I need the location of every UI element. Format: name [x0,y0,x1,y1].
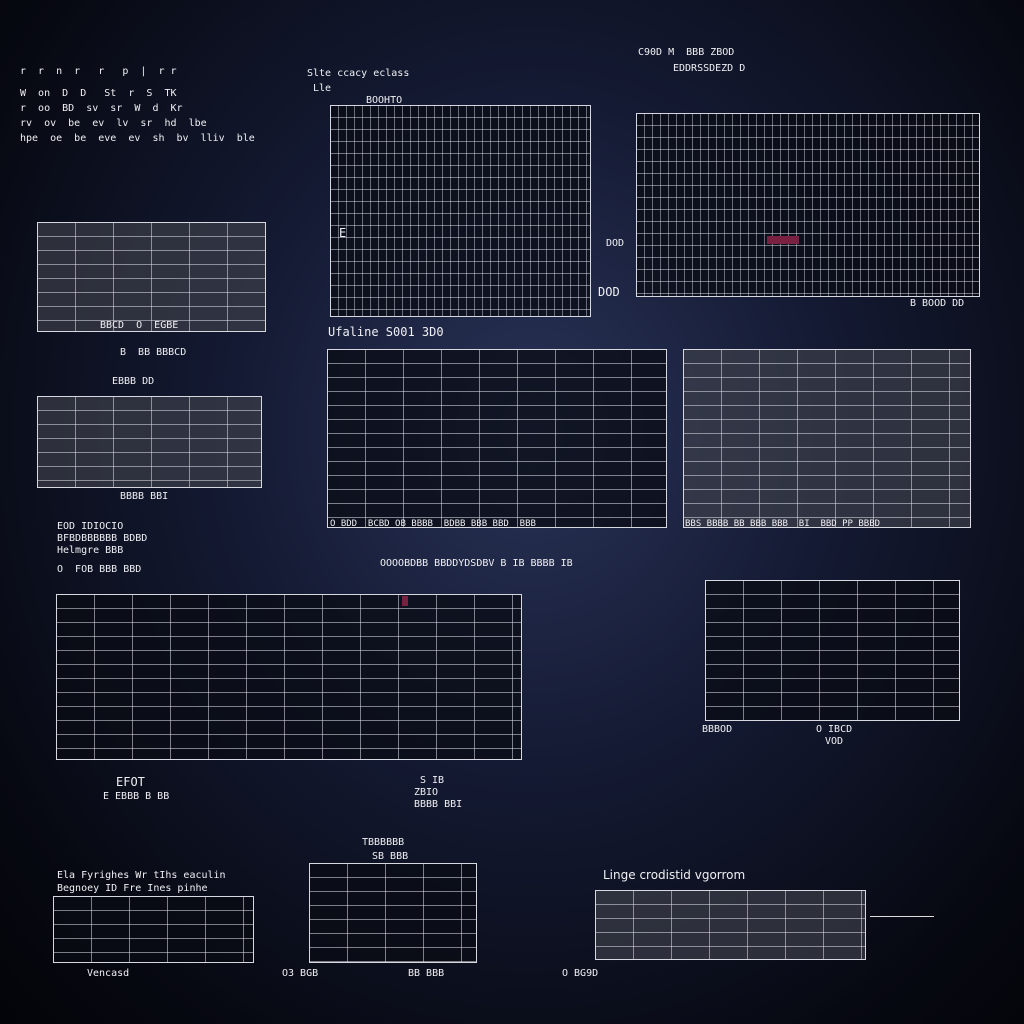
table-b-subtitle: EDDRSSDEZD D [673,63,746,74]
panel-c-footer: BBCD O EGBE [100,320,179,331]
table-b [636,113,980,297]
table-a-subtitle: Lle [313,83,332,94]
table-a: E [330,105,591,317]
text-line: rv ov be ev lv sr hd lbe [20,118,207,129]
table-a-side-label: E [339,226,347,240]
highlight-cell [767,236,799,244]
middle-label: Ufaline S001 3D0 [328,325,444,339]
bottom-middle-footer: O3 BGB [282,968,319,979]
highlight-cell [402,596,408,606]
table-h [705,580,960,721]
panel-f-footer: BBS BBBB BB BBB BBB BI BBD PP BBBD [685,519,881,529]
bottom-left-footer: Vencasd [87,968,130,979]
table-g-title: OOOOBDBB BBDDYDSDBV B IB BBBB IB [380,558,573,569]
table-g-footer: E EBBB B BB [103,791,170,802]
bottom-left-subtitle: Begnoey ID Fre Ines pinhe [57,883,208,894]
panel-c [37,222,266,332]
panel-d [37,396,262,488]
table-g-footer: EFOT [116,775,145,789]
text-line: EOD IDIOCIO [57,521,124,532]
text-line: Helmgre BBB [57,545,124,556]
bottom-right-table [595,890,866,960]
table-h-footer: BBBOD [702,724,733,735]
text-line: r r n r r p | r r [20,66,177,77]
panel-c-footer: B BB BBBCD [120,347,187,358]
bottom-middle-table [309,863,477,963]
table-a-header: BOOHTO [366,95,403,106]
panel-d-title: EBBB DD [112,376,155,387]
text-line: O FOB BBB BBD [57,564,142,575]
table-h-footer: VOD [825,736,844,747]
table-g-footer: S IB [420,775,445,786]
panel-e-footer: O BDD BCBD OB BBBB BDBB BBB BBD BBB [330,519,536,529]
text-line: BFBDBBBBBB BDBD [57,533,148,544]
text-line: W on D D St r S TK [20,88,177,99]
bottom-middle-footer: BB BBB [408,968,445,979]
table-b-title: C90D M BBB ZBOD [638,47,735,58]
panel-f [683,349,971,528]
table-b-side-label: DOD [598,285,620,299]
panel-d-footer: BBBB BBI [120,491,169,502]
table-g [56,594,522,760]
bottom-right-footer: O BG9D [562,968,599,979]
table-h-footer: O IBCD [816,724,853,735]
bottom-right-title: Linge crodistid vgorrom [603,868,746,882]
text-line: hpe oe be eve ev sh bv lliv ble [20,133,255,144]
panel-e [327,349,667,528]
table-b-side-label: DOD [606,238,625,249]
table-g-footer: ZBIO [414,787,439,798]
table-b-footer: B BOOD DD [910,298,965,309]
arrow-line [870,916,934,917]
table-g-footer: BBBB BBI [414,799,463,810]
bottom-middle-title: TBBBBBB [362,837,405,848]
bottom-left-table [53,896,254,963]
text-line: r oo BD sv sr W d Kr [20,103,183,114]
bottom-middle-subtitle: SB BBB [372,851,409,862]
bottom-left-title: Ela Fyrighes Wr tIhs eaculin [57,870,226,881]
table-a-title: Slte ccacy eclass [307,68,410,79]
